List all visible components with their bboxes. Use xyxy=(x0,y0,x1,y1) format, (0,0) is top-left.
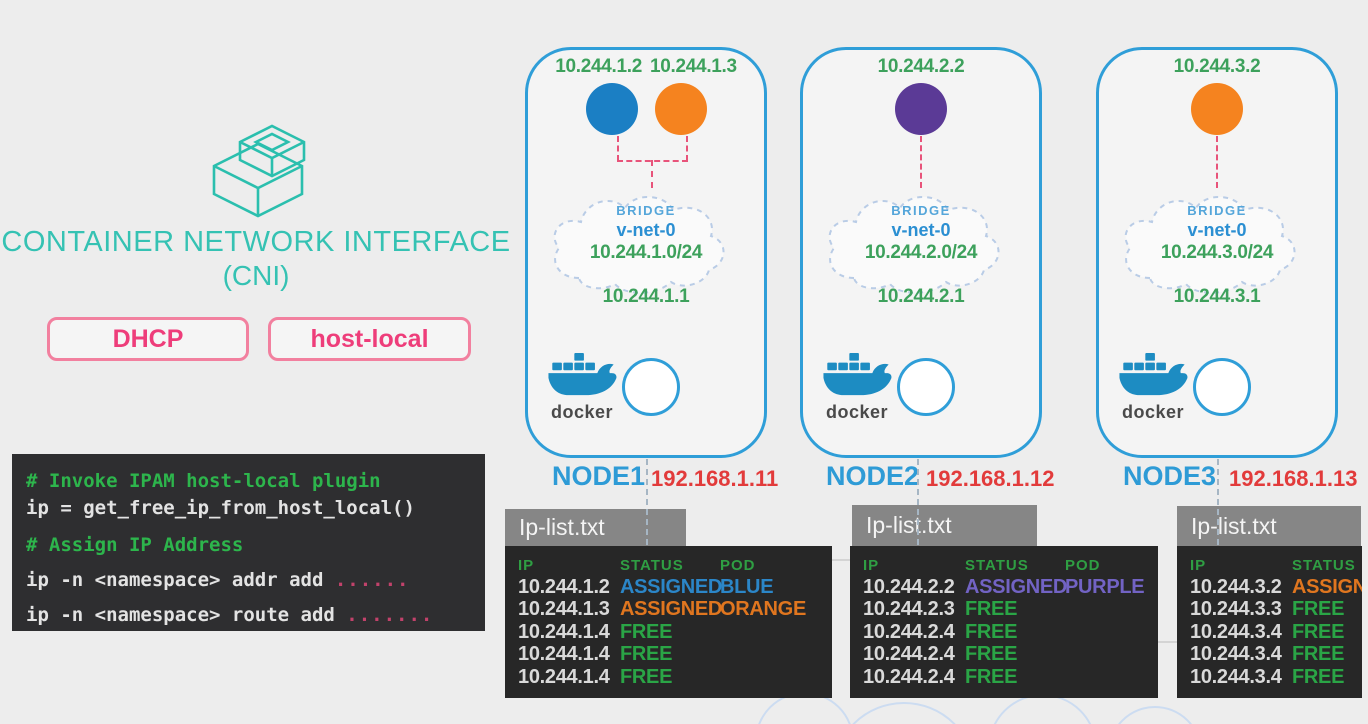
bridge-subnet: 10.244.2.0/24 xyxy=(864,242,978,263)
ellipsis: ...... xyxy=(334,569,410,591)
docker-logo: docker xyxy=(1111,353,1195,423)
bridge-name: v-net-0 xyxy=(1187,220,1247,240)
bridge-cloud: BRIDGE v-net-0 10.244.3.0/24 xyxy=(1112,178,1322,300)
ellipsis: ....... xyxy=(346,604,434,626)
cloud-outline xyxy=(832,702,976,724)
bridge-cloud: BRIDGE v-net-0 10.244.1.0/24 xyxy=(541,178,751,300)
table-connector-line xyxy=(832,559,850,561)
veth-link xyxy=(651,160,653,188)
host-local-plugin-badge: host-local xyxy=(268,317,471,361)
node3-host-ip: 192.168.1.13 xyxy=(1229,466,1358,491)
empty-container-circle xyxy=(897,358,955,416)
pods-row xyxy=(528,83,764,135)
node2-drop-line xyxy=(917,459,919,545)
node1-host-ip: 192.168.1.11 xyxy=(651,466,779,491)
docker-wordmark: docker xyxy=(1121,402,1185,422)
ip-list-file-tab: Ip-list.txt xyxy=(1177,506,1361,546)
docker-logo: docker xyxy=(815,353,899,423)
orange-pod-circle xyxy=(654,83,707,135)
code-block: # Invoke IPAM host-local plugin ip = get… xyxy=(12,454,485,631)
dhcp-plugin-badge: DHCP xyxy=(47,317,249,361)
pods-row xyxy=(1099,83,1335,135)
docker-wordmark: docker xyxy=(825,402,889,422)
docker-whale-icon xyxy=(548,353,617,396)
gateway-ip: 10.244.1.1 xyxy=(602,286,690,307)
bridge-label: BRIDGE xyxy=(891,203,951,218)
ip-list-file-tab: Ip-list.txt xyxy=(852,505,1037,546)
bridge-label: BRIDGE xyxy=(1187,203,1247,218)
docker-logo: docker xyxy=(540,353,624,423)
veth-link xyxy=(686,136,688,161)
bridge-name: v-net-0 xyxy=(891,220,951,240)
code-line: ip -n <namespace> route add ....... xyxy=(26,604,434,626)
bridge-subnet: 10.244.3.0/24 xyxy=(1160,242,1274,263)
cloud-outline xyxy=(1108,706,1202,724)
cni-logo-icon xyxy=(212,124,306,218)
table-connector-line xyxy=(1158,641,1177,643)
veth-link xyxy=(617,136,619,161)
gateway-ip: 10.244.2.1 xyxy=(877,286,965,307)
code-comment: # Invoke IPAM host-local plugin xyxy=(26,470,381,492)
empty-container-circle xyxy=(622,358,680,416)
docker-whale-icon xyxy=(1119,353,1188,396)
veth-link xyxy=(920,136,922,188)
empty-container-circle xyxy=(1193,358,1251,416)
node1-name: NODE1 xyxy=(552,461,646,491)
cloud-outline xyxy=(988,694,1097,724)
pod-ip-labels: 10.244.3.2 xyxy=(1173,56,1261,77)
node3-name: NODE3 xyxy=(1123,461,1217,491)
docker-whale-icon xyxy=(823,353,892,396)
docker-wordmark: docker xyxy=(550,402,614,422)
orange-pod-circle xyxy=(1191,83,1243,135)
code-line: ip = get_free_ip_from_host_local() xyxy=(26,497,415,519)
blue-pod-circle xyxy=(585,83,638,135)
gateway-ip: 10.244.3.1 xyxy=(1173,286,1261,307)
node3-box: 10.244.3.2 BRIDGE v-net-0 10.244.3.0/24 … xyxy=(1096,47,1338,458)
cni-title: CONTAINER NETWORK INTERFACE xyxy=(1,226,511,258)
pod-ip-labels: 10.244.2.2 xyxy=(877,56,965,77)
node3-drop-line xyxy=(1217,459,1219,545)
code-comment: # Assign IP Address xyxy=(26,534,244,556)
node2-box: 10.244.2.2 BRIDGE v-net-0 10.244.2.0/24 … xyxy=(800,47,1042,458)
cni-subtitle: (CNI) xyxy=(222,260,290,291)
veth-link xyxy=(1216,136,1218,188)
node1-drop-line xyxy=(646,459,648,545)
bridge-subnet: 10.244.1.0/24 xyxy=(589,242,703,263)
node2-name: NODE2 xyxy=(826,461,920,491)
code-line: ip -n <namespace> addr add ...... xyxy=(26,569,410,591)
bridge-label: BRIDGE xyxy=(616,203,676,218)
pods-row xyxy=(803,83,1039,135)
ip-list-file-tab: Ip-list.txt xyxy=(505,509,686,546)
node2-host-ip: 192.168.1.12 xyxy=(926,466,1055,491)
bridge-cloud: BRIDGE v-net-0 10.244.2.0/24 xyxy=(816,178,1026,300)
purple-pod-circle xyxy=(895,83,947,135)
bridge-name: v-net-0 xyxy=(616,220,676,240)
